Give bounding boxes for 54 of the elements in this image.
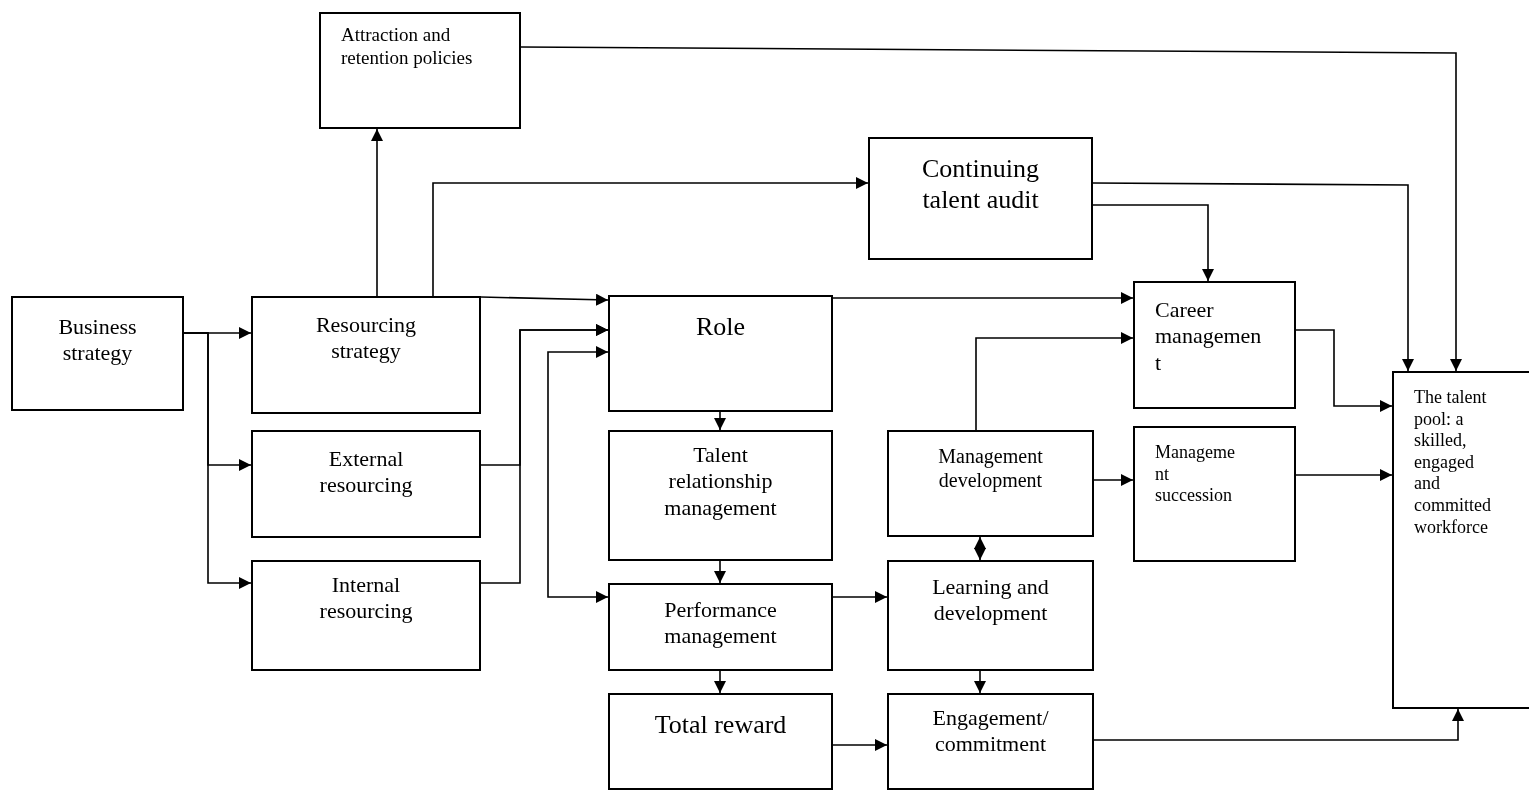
process-box xyxy=(251,560,481,671)
arrow xyxy=(1092,182,1414,372)
box-label: Internal resourcing xyxy=(318,572,414,625)
arrow xyxy=(714,670,726,694)
box-label: Resourcing strategy xyxy=(314,312,418,365)
arrow xyxy=(480,293,609,306)
arrow xyxy=(480,324,609,584)
process-box xyxy=(251,296,481,414)
box-label: Learning and development xyxy=(931,574,1050,627)
arrow xyxy=(1295,469,1393,481)
arrow xyxy=(1092,204,1214,282)
box-label: The talent pool: a skilled, engaged and committed workforce xyxy=(1414,387,1492,539)
box-label: Management succession xyxy=(1155,442,1236,507)
box-label: Management development xyxy=(937,444,1044,492)
arrow xyxy=(1295,329,1393,412)
arrow xyxy=(832,292,1134,304)
arrow xyxy=(832,591,888,603)
arrow xyxy=(520,46,1462,372)
process-box xyxy=(1133,426,1296,562)
process-box xyxy=(1133,281,1296,409)
process-box xyxy=(11,296,184,411)
box-label: Business strategy xyxy=(57,314,138,367)
arrow xyxy=(1093,474,1134,486)
process-box xyxy=(887,693,1094,790)
process-box xyxy=(608,583,833,671)
process-box xyxy=(608,693,833,790)
arrow xyxy=(1093,708,1464,741)
arrow xyxy=(974,670,986,694)
box-label: Role xyxy=(694,311,747,343)
box-label: Performance management xyxy=(663,597,778,650)
arrow xyxy=(832,739,888,751)
process-box xyxy=(608,295,833,412)
arrow xyxy=(432,177,869,297)
box-label: Total reward xyxy=(653,709,788,741)
arrow xyxy=(974,536,986,561)
process-box xyxy=(868,137,1093,260)
arrow xyxy=(547,346,609,603)
process-box xyxy=(887,430,1094,537)
arrow xyxy=(371,128,383,297)
process-box xyxy=(608,430,833,561)
box-label: External resourcing xyxy=(318,446,414,499)
process-box xyxy=(319,12,521,129)
process-box xyxy=(1392,371,1529,709)
process-box xyxy=(887,560,1094,671)
box-label: Attraction and retention policies xyxy=(341,24,474,70)
box-label: Career management xyxy=(1155,297,1263,377)
arrow xyxy=(975,332,1134,431)
arrow xyxy=(714,560,726,584)
process-box xyxy=(251,430,481,538)
box-label: Continuing talent audit xyxy=(921,153,1040,216)
arrow xyxy=(183,332,252,589)
box-label: Talent relationship management xyxy=(663,442,778,522)
arrow xyxy=(714,411,726,431)
box-label: Engagement/ commitment xyxy=(931,705,1050,758)
